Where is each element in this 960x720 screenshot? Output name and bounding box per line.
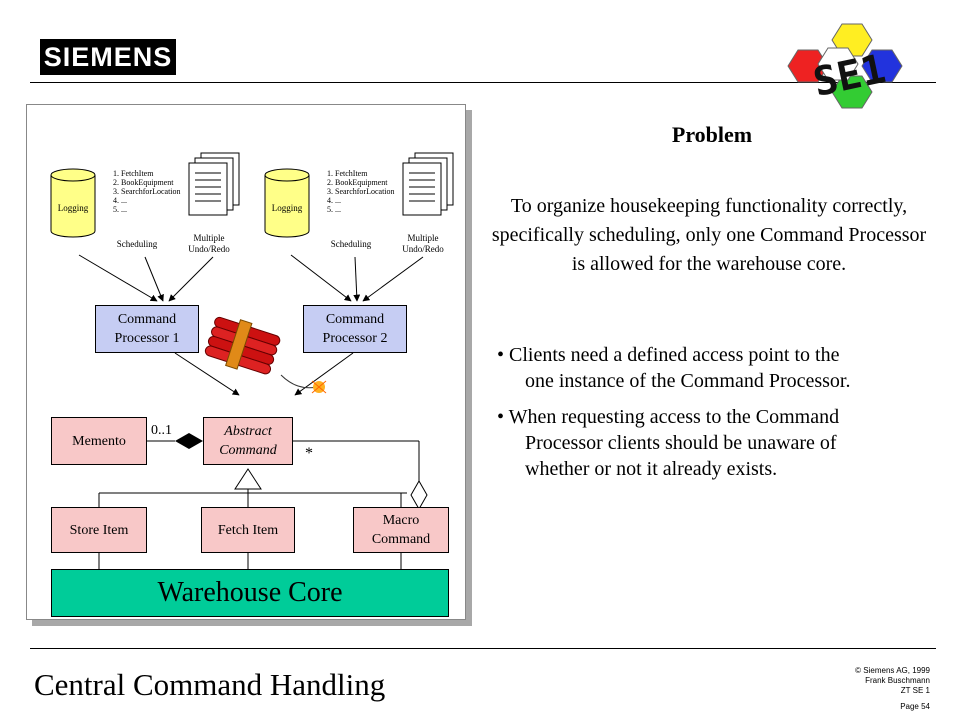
- command-list-item: 2. BookEquipment: [327, 178, 388, 187]
- footer-copyright: © Siemens AG, 1999: [855, 666, 930, 675]
- abstract-command-box: Abstract Command: [203, 417, 293, 465]
- macro-command-box: Macro Command: [353, 507, 449, 553]
- store-item-box: Store Item: [51, 507, 147, 553]
- bullet-continuation: one instance of the Command Processor.: [525, 370, 851, 392]
- slide-title: Central Command Handling: [34, 667, 386, 702]
- bullet-item: • When requesting access to the Command …: [497, 404, 937, 482]
- problem-title: Problem: [671, 122, 753, 147]
- multiplicity-star: *: [305, 445, 313, 462]
- bullet-first-line: • Clients need a defined access point to…: [497, 344, 840, 366]
- memento-box: Memento: [51, 417, 147, 465]
- command-list-item: 1. FetchItem: [113, 169, 154, 178]
- command-list-item: 1. FetchItem: [327, 169, 368, 178]
- database-label: Logging: [57, 203, 89, 213]
- footer-rule: [30, 648, 936, 649]
- footer-author: Frank Buschmann: [865, 676, 930, 685]
- bullet-continuation: Processor clients should be unaware of w…: [525, 432, 837, 480]
- documents-icon: [188, 152, 240, 216]
- dynamite-icon: [204, 316, 327, 394]
- command-list: 1. FetchItem 2. BookEquipment 3. Searchf…: [113, 169, 203, 214]
- diagram-lines: [50, 152, 454, 569]
- problem-text: To organize housekeeping functionality c…: [491, 195, 927, 275]
- scheduling-label: Scheduling: [330, 239, 372, 249]
- undo-redo-label: Multiple Undo/Redo: [402, 233, 444, 254]
- command-processor-1: Command Processor 1: [95, 305, 199, 353]
- command-list-item: 4. ...: [113, 196, 127, 205]
- command-list-item: 3. SearchforLocation: [327, 187, 395, 196]
- command-processor-2: Command Processor 2: [303, 305, 407, 353]
- command-list: 1. FetchItem 2. BookEquipment 3. Searchf…: [327, 169, 417, 214]
- footer-department: ZT SE 1: [900, 686, 930, 695]
- undo-redo-label: Multiple Undo/Redo: [188, 233, 230, 254]
- siemens-logo: SIEMENS: [40, 39, 176, 75]
- command-list-item: 5. ...: [327, 205, 341, 214]
- warehouse-core-box: Warehouse Core: [51, 569, 449, 617]
- multiplicity-label: 0..1: [151, 423, 172, 438]
- fetch-item-box: Fetch Item: [201, 507, 295, 553]
- database-icon: [50, 168, 96, 238]
- bullet-item: • Clients need a defined access point to…: [497, 342, 937, 394]
- page-number: Page 54: [900, 702, 930, 711]
- database-icon: [264, 168, 310, 238]
- command-list-item: 2. BookEquipment: [113, 178, 174, 187]
- database-label: Logging: [271, 203, 303, 213]
- bullet-first-line: • When requesting access to the Command: [497, 406, 840, 428]
- header-rule: [30, 82, 936, 83]
- diagram-panel: Logging 1. FetchItem 2. BookEquipment 3.…: [26, 104, 466, 620]
- se1-badge: SE1: [787, 23, 903, 109]
- command-list-item: 3. SearchforLocation: [113, 187, 181, 196]
- documents-icon: [402, 152, 454, 216]
- command-list-item: 5. ...: [113, 205, 127, 214]
- scheduling-label: Scheduling: [116, 239, 158, 249]
- command-list-item: 4. ...: [327, 196, 341, 205]
